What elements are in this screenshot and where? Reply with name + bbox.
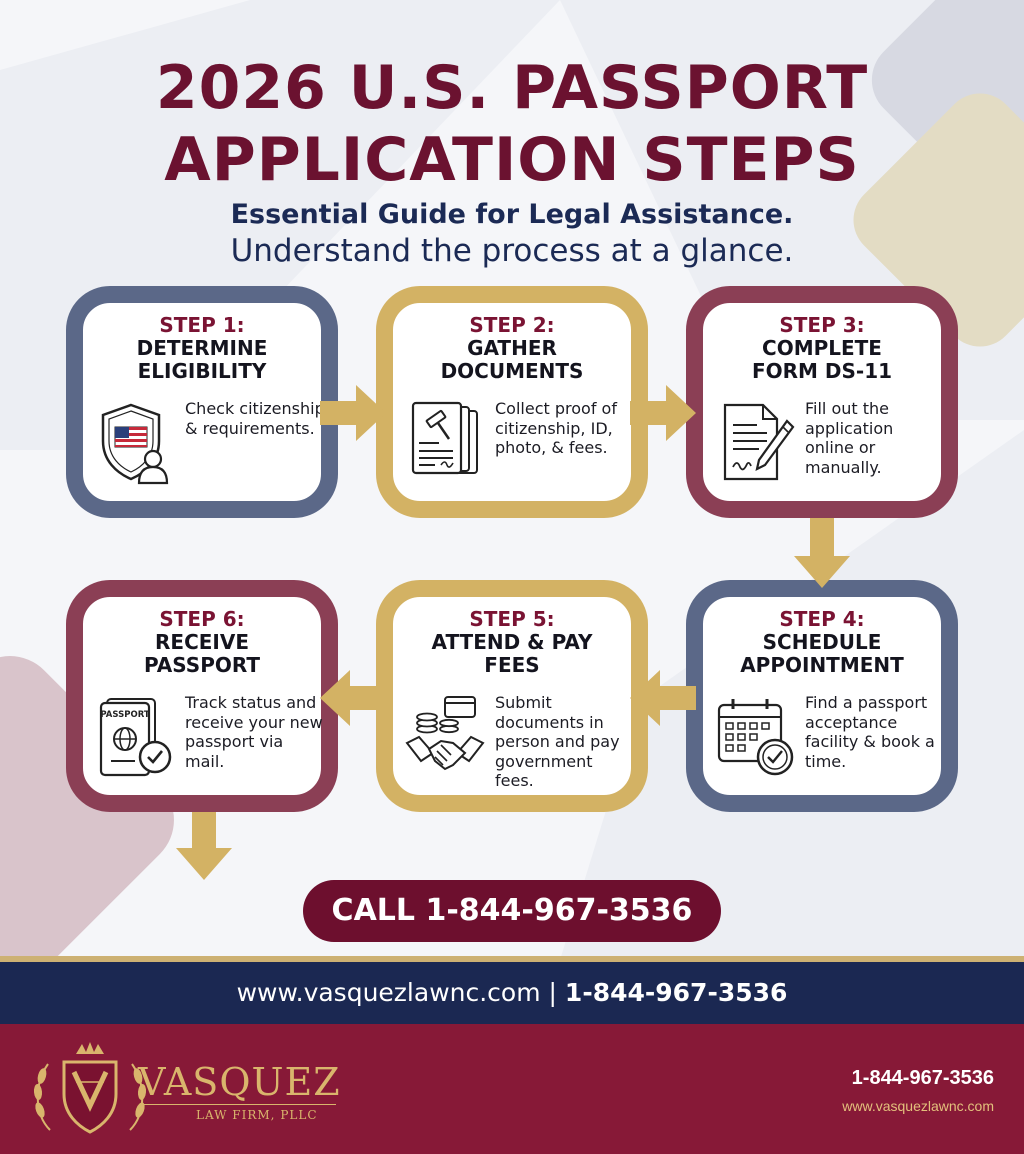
arrow-step2-to-step3 [630,385,696,441]
step-6-description: Track status and receive your new passpo… [185,693,323,771]
law-firm-crest-icon [33,1042,147,1134]
step-6-number: STEP 6: [159,607,245,631]
step-5-description: Submit documents in person and pay gover… [495,693,620,790]
divider [0,956,1024,962]
arrow-step4-to-step5 [630,670,696,726]
footer [0,1024,1024,1154]
step-1-card: STEP 1: DETERMINE ELIGIBILITY Check citi… [66,286,338,518]
form-pen-icon [723,403,795,481]
step-1-description: Check citizenship & requirements. [185,399,325,438]
step-3-description: Fill out the application online or manua… [805,399,894,477]
step-2-number: STEP 2: [469,313,555,337]
step-3-number: STEP 3: [779,313,865,337]
step-3-title-line-2: FORM DS-11 [751,359,893,383]
step-4-title-line-1: SCHEDULE [762,630,882,654]
shield-user-icon [101,403,169,485]
band-phone-link[interactable]: 1-844-967-3536 [564,978,788,1007]
arrow-step5-to-step6 [320,670,386,726]
step-4-description: Find a passport acceptance facility & bo… [805,693,935,771]
title-line-2: APPLICATION STEPS [164,125,860,195]
page-title: 2026 U.S. PASSPORT APPLICATION STEPS [0,52,1024,196]
calendar-clock-icon [717,699,794,776]
step-6-card: STEP 6: RECEIVE PASSPORT PASSPORT Track … [66,580,338,812]
subtitle: Essential Guide for Legal Assistance. Un… [0,198,1024,270]
step-3-card: STEP 3: COMPLETE FORM DS-11 Fill out the… [686,286,958,518]
website-link[interactable]: www.vasquezlawnc.com [236,978,541,1007]
step-5-title-line-2: FEES [484,653,540,677]
step-5-title-line-1: ATTEND & PAY [431,630,593,654]
step-1-number: STEP 1: [159,313,245,337]
step-4-card: STEP 4: SCHEDULE APPOINTMENT Find a pass… [686,580,958,812]
step-3-title-line-1: COMPLETE [762,336,882,360]
title-line-1: 2026 U.S. PASSPORT [155,53,869,123]
step-2-description: Collect proof of citizenship, ID, photo,… [495,399,617,457]
step-2-title-line-2: DOCUMENTS [440,359,584,383]
step-1-title-line-2: ELIGIBILITY [137,359,267,383]
arrow-step1-to-step2 [320,385,386,441]
subtitle-line-1: Essential Guide for Legal Assistance. [230,199,794,230]
footer-phone[interactable]: 1-844-967-3536 [851,1067,994,1089]
band-separator: | [548,978,557,1007]
step-1-title-line-1: DETERMINE [136,336,268,360]
step-6-title-line-2: PASSPORT [143,653,260,677]
call-button[interactable]: CALL 1-844-967-3536 [303,880,721,942]
brand-subtitle: LAW FIRM, PLLC [196,1108,318,1122]
brand-divider [140,1104,336,1105]
subtitle-line-2: Understand the process at a glance. [230,233,794,269]
passport-icon-label: PASSPORT [100,710,150,720]
arrow-step3-to-step4 [794,518,850,588]
passport-check-icon: PASSPORT [99,698,172,777]
step-2-title-line-1: GATHER [467,336,557,360]
documents-gavel-icon [411,401,478,475]
step-4-title-line-2: APPOINTMENT [740,653,904,677]
handshake-coins-icon [405,696,485,771]
arrow-step6-down [176,812,232,880]
step-5-card: STEP 5: ATTEND & PAY FEES Submit documen… [376,580,648,812]
contact-band: www.vasquezlawnc.com | 1-844-967-3536 [0,962,1024,1024]
step-2-card: STEP 2: GATHER DOCUMENTS Collect proof o… [376,286,648,518]
step-4-number: STEP 4: [779,607,865,631]
brand-name: VASQUEZ [138,1060,341,1104]
footer-url[interactable]: www.vasquezlawnc.com [842,1098,994,1114]
step-5-number: STEP 5: [469,607,555,631]
step-6-title-line-1: RECEIVE [155,630,249,654]
